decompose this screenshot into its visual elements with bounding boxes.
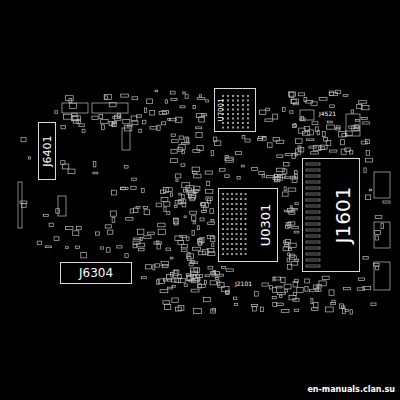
chip-outline: U0301 bbox=[218, 188, 278, 262]
watermark: en-manuals.clan.su bbox=[306, 386, 396, 394]
part-designator: J1601 bbox=[333, 187, 353, 244]
connector-outline: J6401 bbox=[38, 122, 56, 180]
connector-outline: J6304 bbox=[60, 262, 132, 284]
part-designator: J6304 bbox=[79, 267, 113, 279]
chip-outline: U7001 bbox=[214, 88, 256, 132]
part-designator: U7001 bbox=[218, 99, 225, 122]
connector-outline: J1601 bbox=[302, 158, 360, 272]
part-designator: J6401 bbox=[42, 135, 53, 166]
part-designator: J2101 bbox=[234, 281, 253, 287]
part-designator: U0301 bbox=[259, 204, 272, 247]
part-designator: J4521 bbox=[318, 111, 337, 117]
